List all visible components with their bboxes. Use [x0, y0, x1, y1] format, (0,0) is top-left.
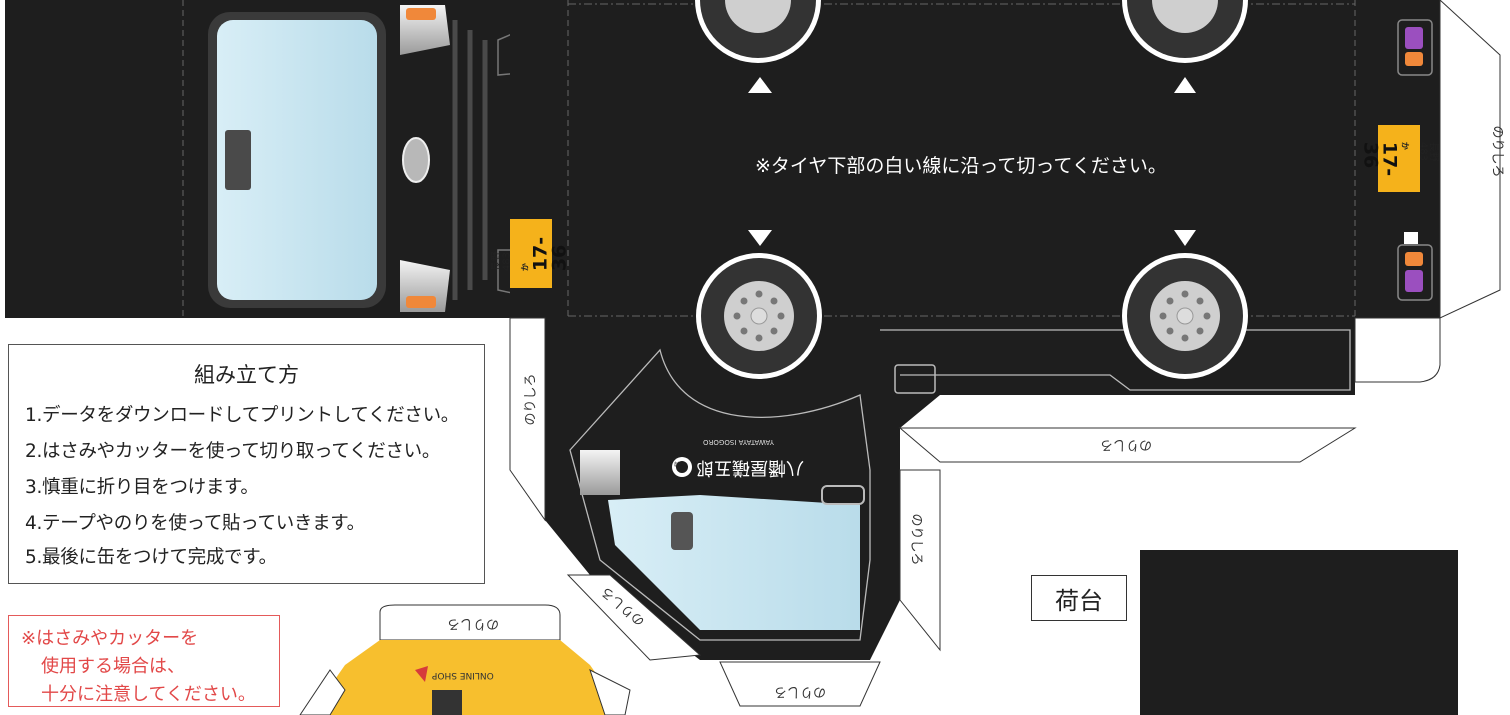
mirror-bracket	[580, 450, 620, 495]
door-handle	[821, 485, 865, 505]
wheel	[695, 0, 821, 63]
cut-marker	[1174, 230, 1196, 246]
license-plate-front: 長野483 か17-36	[492, 219, 571, 288]
truck-roof-panel	[510, 0, 1501, 319]
wheel	[696, 253, 822, 379]
can-piece	[299, 604, 631, 715]
wheel	[1122, 253, 1248, 379]
warning-line: 使用する場合は、	[41, 656, 185, 677]
cargo-bed-label: 荷台	[1031, 575, 1127, 621]
cargo-bed-panel	[1140, 550, 1458, 715]
brand-crest-text: 創業	[674, 462, 685, 468]
glue-tab-label: のりしろ	[774, 684, 827, 699]
rear-view-mirror	[225, 130, 251, 190]
glue-tab-label: のりしろ	[1489, 125, 1505, 178]
instruction-step: 5.最後に缶をつけて完成です。	[25, 547, 277, 568]
instructions-title: 組み立て方	[194, 363, 299, 387]
truck-front-panel	[5, 0, 553, 318]
cut-marker	[1174, 77, 1196, 93]
license-plate-rear: 長野483 か17-36	[1360, 125, 1439, 192]
cut-notice: ※タイヤ下部の白い線に沿って切ってください。	[755, 155, 1167, 177]
instruction-step: 3.慎重に折り目をつけます。	[25, 477, 259, 498]
glue-tab-label: のりしろ	[908, 513, 924, 566]
online-shop-label: ONLINE SHOP	[432, 670, 494, 680]
cart-icon	[415, 666, 428, 682]
wheel	[1122, 0, 1248, 63]
instruction-step: 4.テープやのりを使って貼っていきます。	[25, 513, 365, 534]
assembly-instructions: 組み立て方 1.データをダウンロードしてプリントしてください。 2.はさみやカッ…	[8, 344, 485, 584]
brand-name: 八幡屋礒五郎	[696, 457, 804, 478]
safety-warning: ※はさみやカッターを 使用する場合は、 十分に注意してください。	[8, 615, 280, 707]
instruction-step: 1.データをダウンロードしてプリントしてください。	[25, 405, 459, 426]
qr-code	[432, 690, 462, 715]
emblem	[402, 137, 430, 183]
cut-marker	[748, 230, 772, 246]
warning-line: 十分に注意してください。	[41, 684, 256, 705]
warning-line: ※はさみやカッターを	[21, 628, 199, 649]
windshield	[217, 20, 377, 300]
truck-side-panel	[509, 317, 1441, 707]
glue-tab-label: のりしろ	[523, 373, 539, 426]
glue-tab-label: のりしろ	[447, 616, 500, 631]
glue-tab-label: のりしろ	[1100, 437, 1153, 452]
brand-romaji: YAWATAYA ISOGORO	[703, 438, 774, 446]
cut-marker	[748, 77, 772, 93]
instruction-step: 2.はさみやカッターを使って切り取ってください。	[25, 441, 441, 462]
side-mirror	[671, 512, 693, 550]
